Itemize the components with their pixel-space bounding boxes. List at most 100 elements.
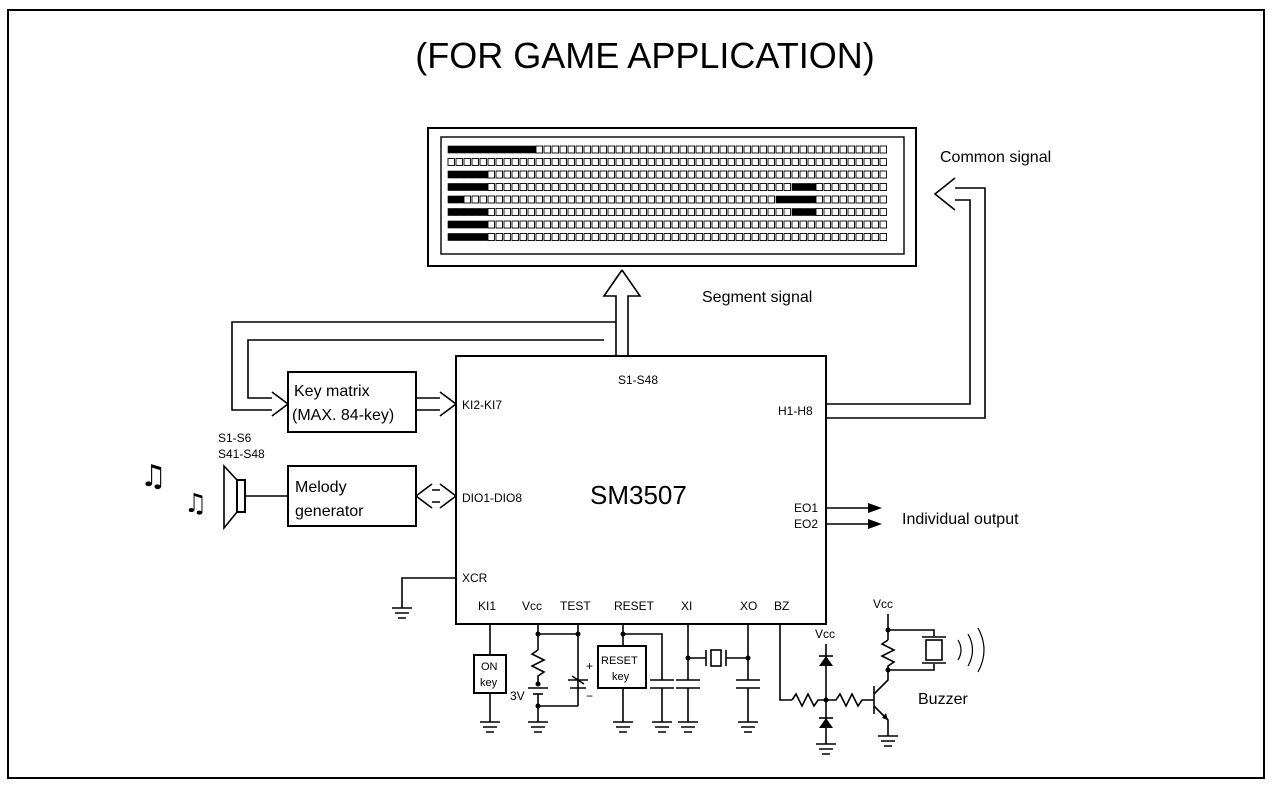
lcd-segment <box>479 145 489 154</box>
lcd-segment <box>767 170 775 179</box>
lcd-segment <box>503 208 511 216</box>
lcd-segment <box>743 170 751 179</box>
lcd-segment <box>719 208 727 216</box>
lcd-segment <box>471 220 481 229</box>
lcd-segment <box>759 195 767 204</box>
lcd-segment <box>695 208 703 216</box>
common-signal-bus: Common signal <box>826 149 1051 419</box>
lcd-segment <box>879 158 887 166</box>
lcd-segment <box>599 195 607 204</box>
lcd-segment <box>815 170 823 179</box>
buzzer-icon: Buzzer <box>918 627 985 708</box>
lcd-segment <box>647 220 655 229</box>
lcd-segment <box>791 183 801 191</box>
lcd-segment <box>511 145 521 154</box>
lcd-segment <box>847 233 855 241</box>
lcd-segment <box>847 183 855 191</box>
lcd-segment <box>663 170 671 179</box>
lcd-segment <box>751 195 759 204</box>
lcd-segment <box>839 145 847 154</box>
lcd-segment <box>599 170 607 179</box>
lcd-segment <box>799 220 807 229</box>
lcd-segment <box>487 183 495 191</box>
lcd-segment <box>471 158 479 166</box>
lcd-segment <box>823 158 831 166</box>
lcd-segment <box>607 158 615 166</box>
battery-label: 3V <box>510 689 525 703</box>
lcd-segment <box>559 183 567 191</box>
lcd-segment <box>567 170 575 179</box>
lcd-segment <box>735 145 743 154</box>
lcd-segment <box>743 208 751 216</box>
lcd-segment <box>495 170 503 179</box>
lcd-segment <box>783 170 791 179</box>
lcd-segment <box>759 170 767 179</box>
lcd-segment <box>783 220 791 229</box>
lcd-segment <box>791 145 799 154</box>
lcd-segment <box>791 170 799 179</box>
lcd-segment <box>455 220 465 229</box>
lcd-segment <box>743 183 751 191</box>
lcd-segment <box>591 233 599 241</box>
lcd-segment <box>735 183 743 191</box>
lcd-segment <box>735 208 743 216</box>
lcd-segment <box>855 195 863 204</box>
lcd-segment <box>551 233 559 241</box>
lcd-segment <box>671 220 679 229</box>
lcd-segment <box>751 208 759 216</box>
lcd-segment <box>783 233 791 241</box>
lcd-segment <box>495 220 503 229</box>
lcd-segment <box>807 145 815 154</box>
lcd-segment <box>807 208 817 216</box>
lcd-segment <box>879 208 887 216</box>
lcd-segment <box>447 195 457 204</box>
lcd-segment <box>807 170 815 179</box>
lcd-segment <box>655 195 663 204</box>
on-key-sublabel: key <box>480 677 498 689</box>
lcd-segment <box>503 145 513 154</box>
lcd-segment <box>751 220 759 229</box>
lcd-segment <box>583 208 591 216</box>
lcd-segment <box>503 183 511 191</box>
lcd-segment <box>767 183 775 191</box>
lcd-segment <box>623 220 631 229</box>
lcd-segment <box>703 145 711 154</box>
xcr-ground <box>392 577 456 619</box>
lcd-segment <box>663 145 671 154</box>
lcd-segment <box>759 233 767 241</box>
lcd-segment <box>695 158 703 166</box>
lcd-segment <box>719 158 727 166</box>
lcd-segment <box>767 158 775 166</box>
lcd-segment <box>703 183 711 191</box>
lcd-segment <box>799 170 807 179</box>
lcd-segment <box>495 233 503 241</box>
lcd-segment <box>495 195 503 204</box>
lcd-segment <box>575 195 583 204</box>
lcd-segment <box>479 158 487 166</box>
lcd-segment <box>463 233 473 241</box>
lcd-segment <box>711 170 719 179</box>
lcd-segment <box>831 170 839 179</box>
lcd-segment <box>471 145 481 154</box>
lcd-segment <box>839 183 847 191</box>
lcd-segment <box>527 145 537 154</box>
lcd-segment <box>759 220 767 229</box>
lcd-segment <box>815 183 823 191</box>
lcd-segment <box>535 233 543 241</box>
lcd-segment <box>535 158 543 166</box>
lcd-segment <box>487 233 495 241</box>
lcd-segment <box>623 170 631 179</box>
lcd-segment <box>855 158 863 166</box>
lcd-segment <box>871 158 879 166</box>
page-frame <box>7 9 1265 779</box>
lcd-segment <box>847 208 855 216</box>
lcd-segment <box>735 170 743 179</box>
lcd-segment <box>703 233 711 241</box>
lcd-segment <box>463 195 471 204</box>
lcd-segment <box>639 170 647 179</box>
lcd-segment <box>847 170 855 179</box>
pin-eo1: EO1 <box>794 501 818 515</box>
lcd-segment <box>655 208 663 216</box>
lcd-segment <box>543 145 551 154</box>
reset-key-sublabel: key <box>612 671 630 683</box>
